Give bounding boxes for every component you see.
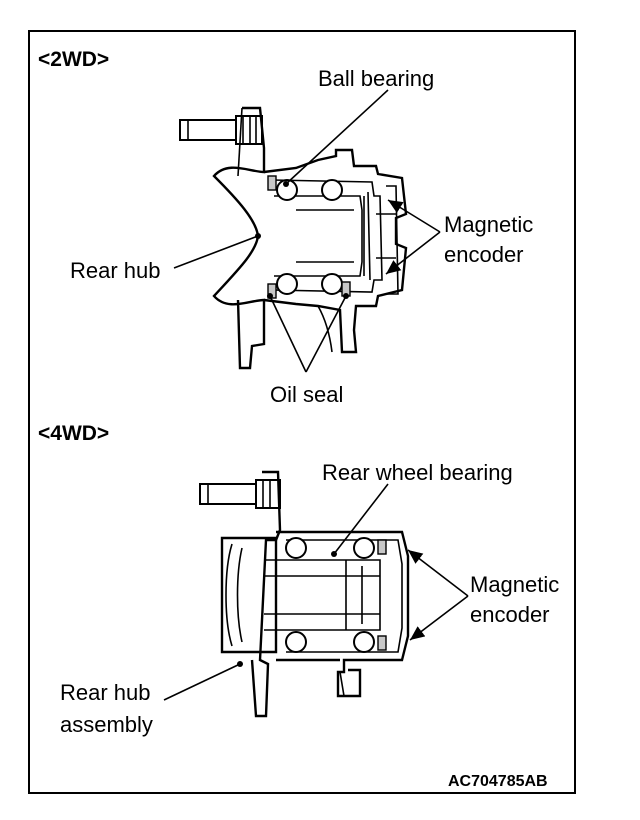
label-oil-seal: Oil seal [270,382,343,407]
header-4wd: <4WD> [38,422,109,445]
wheel-stud-4wd [199,479,281,509]
label-rear-wheel-bearing: Rear wheel bearing [322,460,513,485]
wheel-bearing-body-4wd [276,530,410,698]
label-hub-assembly-line2: assembly [60,712,153,737]
ball-4wd-lower-left [285,631,307,653]
wheel-stud-2wd [179,115,263,145]
ball-2wd-upper-left [276,179,298,201]
figure-code: AC704785AB [448,773,548,790]
ball-2wd-lower-left [276,273,298,295]
ball-2wd-upper-right [321,179,343,201]
hub-bore-4wd [220,536,278,654]
label-magnetic-2wd-line2: encoder [444,242,524,267]
hub-4wd-drawing [199,470,410,718]
diagram-frame [28,30,576,794]
hub-2wd-drawing [179,106,408,370]
leaders-2wd [173,89,441,373]
header-2wd: <2WD> [38,48,109,71]
ball-2wd-lower-right [321,273,343,295]
ball-4wd-lower-right [353,631,375,653]
leaders-4wd [163,483,469,701]
knuckle-housing-2wd [263,148,408,354]
ball-4wd-upper-right [353,537,375,559]
label-magnetic-2wd-line1: Magnetic [444,212,533,237]
label-ball-bearing: Ball bearing [318,66,434,91]
ball-4wd-upper-left [285,537,307,559]
label-magnetic-4wd-line2: encoder [470,602,550,627]
label-hub-assembly-line1: Rear hub [60,680,151,705]
hub-assembly-flange-4wd [250,470,282,718]
label-rear-hub: Rear hub [70,258,161,283]
label-magnetic-4wd-line1: Magnetic [470,572,559,597]
